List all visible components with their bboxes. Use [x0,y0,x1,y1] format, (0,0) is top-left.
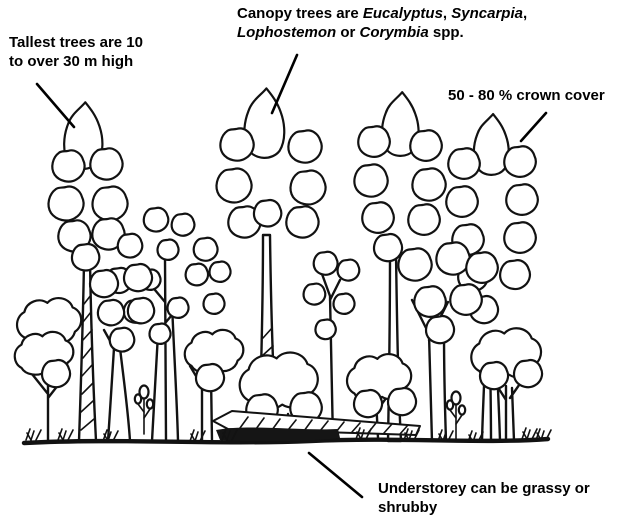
leader-line-canopy [270,53,299,115]
understorey-label: Understorey can be grassy or shrubby [378,479,590,517]
canopy-trees-label-line2: Lophostemon or Corymbia spp. [237,24,464,41]
tallest-trees-label-line2: to over 30 m high [9,53,134,70]
leader-line-crown-cover [519,111,548,143]
herb-plant-1 [133,384,155,436]
tallest-trees-label: Tallest trees are 10 to over 30 m high [9,33,143,71]
understorey-label-line1: Understorey can be grassy or [378,480,590,497]
midstorey-tree-2 [13,296,83,443]
canopy-tree-1-crown [47,101,129,272]
herb-plant-2 [445,390,467,442]
midstorey-tree-7 [469,326,543,443]
leader-line-understorey [307,451,364,499]
canopy-trees-label-line1: Canopy trees are Eucalyptus, Syncarpia, [237,5,528,22]
tallest-trees-label-line1: Tallest trees are 10 [9,34,143,51]
canopy-tree-2-crown [215,87,327,239]
midstorey-tree-4 [183,328,245,443]
leader-line-tallest-trees [35,82,76,129]
crown-cover-label: 50 - 80 % crown cover [448,87,605,104]
midstorey-tree-1 [105,207,232,443]
midstorey-tree-6 [397,241,499,443]
midstorey-tree-3 [89,263,156,443]
canopy-trees-label: Canopy trees are Eucalyptus, Syncarpia, … [237,4,527,42]
canopy-tree-3-crown [353,90,447,263]
understorey-label-line2: shrubby [378,499,438,516]
